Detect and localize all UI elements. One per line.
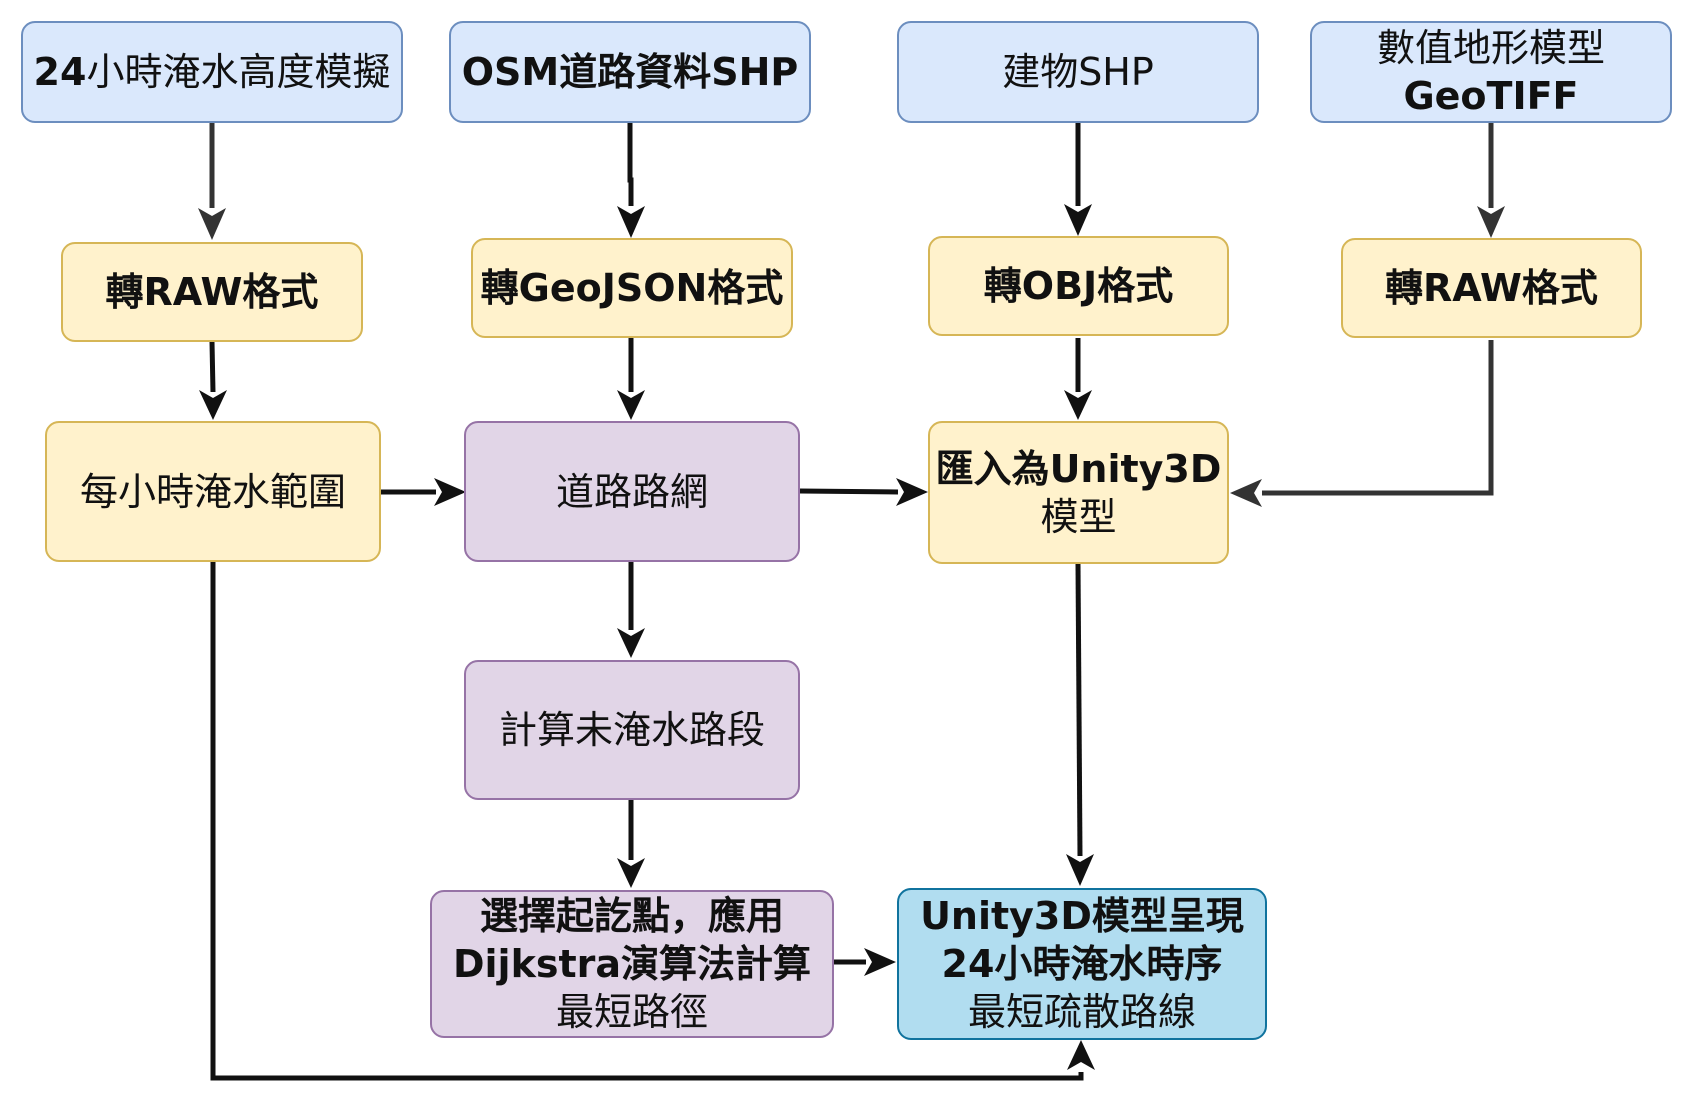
arrow-roadnet-to-import xyxy=(799,488,899,495)
node-to-obj: 轉OBJ格式 xyxy=(928,236,1229,336)
node-import-unity3d: 匯入為Unity3D 模型 xyxy=(928,421,1229,564)
node-to-raw-2: 轉RAW格式 xyxy=(1341,238,1642,338)
node-dtm-geotiff-line1: 數值地形模型 xyxy=(1376,26,1605,70)
node-hourly-flood-extent-label: 每小時淹水範圍 xyxy=(79,469,346,514)
node-osm-road-shp-label: OSM道路資料SHP xyxy=(461,50,799,94)
arrowhead-floodsim-to-raw1 xyxy=(198,208,226,240)
node-dijkstra-line2: Dijkstra演算法計算 xyxy=(452,942,812,986)
arrowhead-geojson-to-roadnet xyxy=(617,390,645,420)
arrow-osm-to-geojson xyxy=(627,123,634,206)
node-dijkstra-shortest-path: 選擇起訖點，應用 Dijkstra演算法計算 最短路徑 xyxy=(430,890,834,1038)
node-hourly-flood-extent: 每小時淹水範圍 xyxy=(45,421,381,562)
arrowhead-raw1-to-hourly xyxy=(199,390,227,420)
node-to-geojson-label: 轉GeoJSON格式 xyxy=(480,266,784,310)
node-road-network: 道路路網 xyxy=(464,421,800,562)
node-flood-simulation-label-text: 小時淹水高度模擬 xyxy=(86,50,391,94)
node-to-raw-2-label: 轉RAW格式 xyxy=(1385,266,1598,310)
arrowhead-hourly-to-result xyxy=(1067,1040,1095,1070)
node-building-shp: 建物SHP xyxy=(897,21,1259,123)
arrow-raw1-to-hourly xyxy=(209,341,216,393)
node-dtm-geotiff: 數值地形模型 GeoTIFF xyxy=(1310,21,1672,123)
node-road-network-label: 道路路網 xyxy=(555,469,708,514)
node-flood-simulation: 24小時淹水高度模擬 xyxy=(21,21,403,123)
node-unflooded-segments-label: 計算未淹水路段 xyxy=(498,708,765,752)
arrowhead-osm-to-geojson xyxy=(617,206,645,238)
arrowhead-dijkstra-to-result xyxy=(864,948,896,976)
node-dijkstra-line1: 選擇起訖點，應用 xyxy=(479,894,784,938)
arrowhead-dtm-to-raw2 xyxy=(1477,206,1505,238)
node-to-geojson: 轉GeoJSON格式 xyxy=(471,238,793,338)
arrowhead-obj-to-import xyxy=(1064,390,1092,420)
node-unity3d-result-line2: 24小時淹水時序 xyxy=(941,942,1223,986)
node-osm-road-shp: OSM道路資料SHP xyxy=(449,21,811,123)
arrowhead-roadnet-to-unflooded xyxy=(617,628,645,658)
node-to-raw-1-label: 轉RAW格式 xyxy=(105,270,319,314)
node-dijkstra-line3: 最短路徑 xyxy=(555,990,708,1034)
arrowhead-raw2-to-import xyxy=(1230,479,1262,507)
node-dtm-geotiff-line2: GeoTIFF xyxy=(1403,74,1579,118)
node-import-unity3d-line1: 匯入為Unity3D xyxy=(935,446,1222,491)
node-import-unity3d-line2: 模型 xyxy=(1040,494,1117,539)
node-flood-simulation-label-number: 24 xyxy=(33,50,87,94)
node-to-obj-label: 轉OBJ格式 xyxy=(983,264,1174,308)
node-to-raw-1: 轉RAW格式 xyxy=(61,242,363,342)
arrowhead-building-to-obj xyxy=(1064,204,1092,236)
arrow-hourly-to-result xyxy=(210,562,1084,1081)
arrowhead-hourly-to-roadnet xyxy=(434,478,466,506)
node-unity3d-result-line1: Unity3D模型呈現 xyxy=(920,894,1244,938)
arrowhead-unflooded-to-dijkstra xyxy=(617,858,645,888)
node-flood-simulation-label: 24小時淹水高度模擬 xyxy=(34,48,391,96)
arrowhead-roadnet-to-import xyxy=(896,478,928,506)
arrow-import-to-result xyxy=(1075,563,1083,857)
node-unity3d-result: Unity3D模型呈現 24小時淹水時序 最短疏散路線 xyxy=(897,888,1267,1040)
arrowhead-import-to-result xyxy=(1066,854,1094,886)
node-unflooded-segments: 計算未淹水路段 xyxy=(464,660,800,800)
node-building-shp-label: 建物SHP xyxy=(1002,50,1154,94)
node-unity3d-result-line3: 最短疏散路線 xyxy=(967,990,1196,1034)
arrow-raw2-to-import xyxy=(1262,340,1494,496)
